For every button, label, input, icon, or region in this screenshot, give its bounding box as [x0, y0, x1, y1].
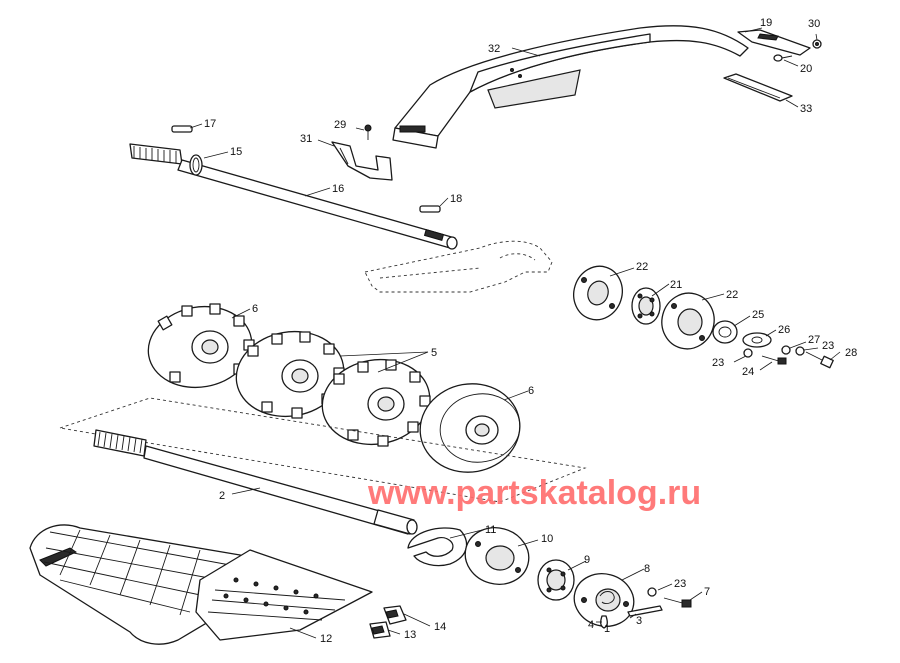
callout-29: 29 — [334, 119, 346, 131]
part-7-screw — [663, 597, 692, 608]
part-27-washer — [781, 345, 791, 355]
part-26-spacer — [742, 332, 772, 348]
callout-28: 28 — [845, 347, 857, 359]
part-9-bearing — [537, 559, 575, 601]
callout-25: 25 — [752, 309, 764, 321]
part-29-screw — [364, 124, 372, 140]
callout-12: 12 — [320, 633, 332, 645]
callout-30: 30 — [808, 18, 820, 30]
part-32-guard — [392, 25, 749, 149]
part-23-washer-upper-right — [795, 346, 805, 356]
part-5-sprocket-center-right — [321, 358, 431, 447]
part-13-clip — [369, 621, 391, 639]
part-6-sprocket-right — [419, 383, 521, 473]
callout-6-right: 6 — [528, 385, 534, 397]
part-30-nut — [812, 39, 822, 49]
part-14-clip — [383, 605, 407, 625]
callout-15: 15 — [230, 146, 242, 158]
part-18-key — [419, 205, 441, 213]
callout-20: 20 — [800, 63, 812, 75]
callout-22-upper-right: 22 — [726, 289, 738, 301]
chaincase-outline — [364, 240, 553, 293]
callout-23-right: 23 — [822, 340, 834, 352]
callout-16: 16 — [332, 183, 344, 195]
part-24-screw — [761, 355, 787, 365]
callout-2: 2 — [219, 490, 225, 502]
part-22-flange-upper-right — [661, 292, 715, 350]
callout-labels: 19 30 20 33 32 17 15 16 18 29 31 22 21 2… — [204, 17, 857, 645]
callout-17: 17 — [204, 118, 216, 130]
callout-5: 5 — [431, 347, 437, 359]
callout-14: 14 — [434, 621, 446, 633]
part-23-washer-lower — [647, 587, 657, 597]
callout-26: 26 — [778, 324, 790, 336]
part-20-screw — [773, 54, 793, 62]
callout-33: 33 — [800, 103, 812, 115]
callout-7: 7 — [704, 586, 710, 598]
part-4-drop — [600, 615, 608, 629]
callout-18: 18 — [450, 193, 462, 205]
callout-11: 11 — [485, 524, 496, 536]
drive-axle-envelope — [59, 397, 587, 503]
callout-32: 32 — [488, 43, 500, 55]
part-10-flange — [464, 527, 530, 585]
part-31-clip — [331, 141, 393, 181]
part-3-pin — [627, 605, 663, 617]
part-15-ring — [189, 154, 203, 176]
part-21-bearing — [631, 287, 661, 325]
callout-31: 31 — [300, 133, 312, 145]
callout-23-lower: 23 — [674, 578, 686, 590]
part-22-flange-upper-left — [573, 265, 623, 321]
callout-22-upper-left: 22 — [636, 261, 648, 273]
leader-lines — [189, 27, 841, 639]
callout-3: 3 — [636, 615, 642, 627]
part-8-housing — [573, 573, 635, 627]
part-11-retainer — [407, 527, 468, 567]
callout-23-left: 23 — [712, 357, 724, 369]
callout-1: 1 — [604, 623, 610, 635]
part-19-bracket — [737, 29, 811, 56]
callout-27: 27 — [808, 334, 820, 346]
callout-8: 8 — [644, 563, 650, 575]
callout-21: 21 — [670, 279, 682, 291]
callout-24: 24 — [742, 366, 754, 378]
watermark-text: www.partskatalog.ru — [367, 474, 701, 512]
callout-4: 4 — [588, 619, 594, 631]
part-12-track — [29, 524, 373, 645]
part-16-upper-shaft — [129, 143, 458, 250]
callout-6-left: 6 — [252, 303, 258, 315]
callout-9: 9 — [584, 554, 590, 566]
part-23-washer-upper-left — [743, 348, 753, 358]
part-2-drive-axle — [93, 429, 418, 535]
part-33-strip — [723, 73, 793, 102]
part-17-key — [171, 125, 193, 133]
part-25-seal — [712, 320, 738, 344]
callout-13: 13 — [404, 629, 416, 641]
callout-19: 19 — [760, 17, 772, 29]
chaincase-detail — [379, 253, 536, 279]
callout-10: 10 — [541, 533, 553, 545]
part-28-bolt — [805, 351, 834, 369]
